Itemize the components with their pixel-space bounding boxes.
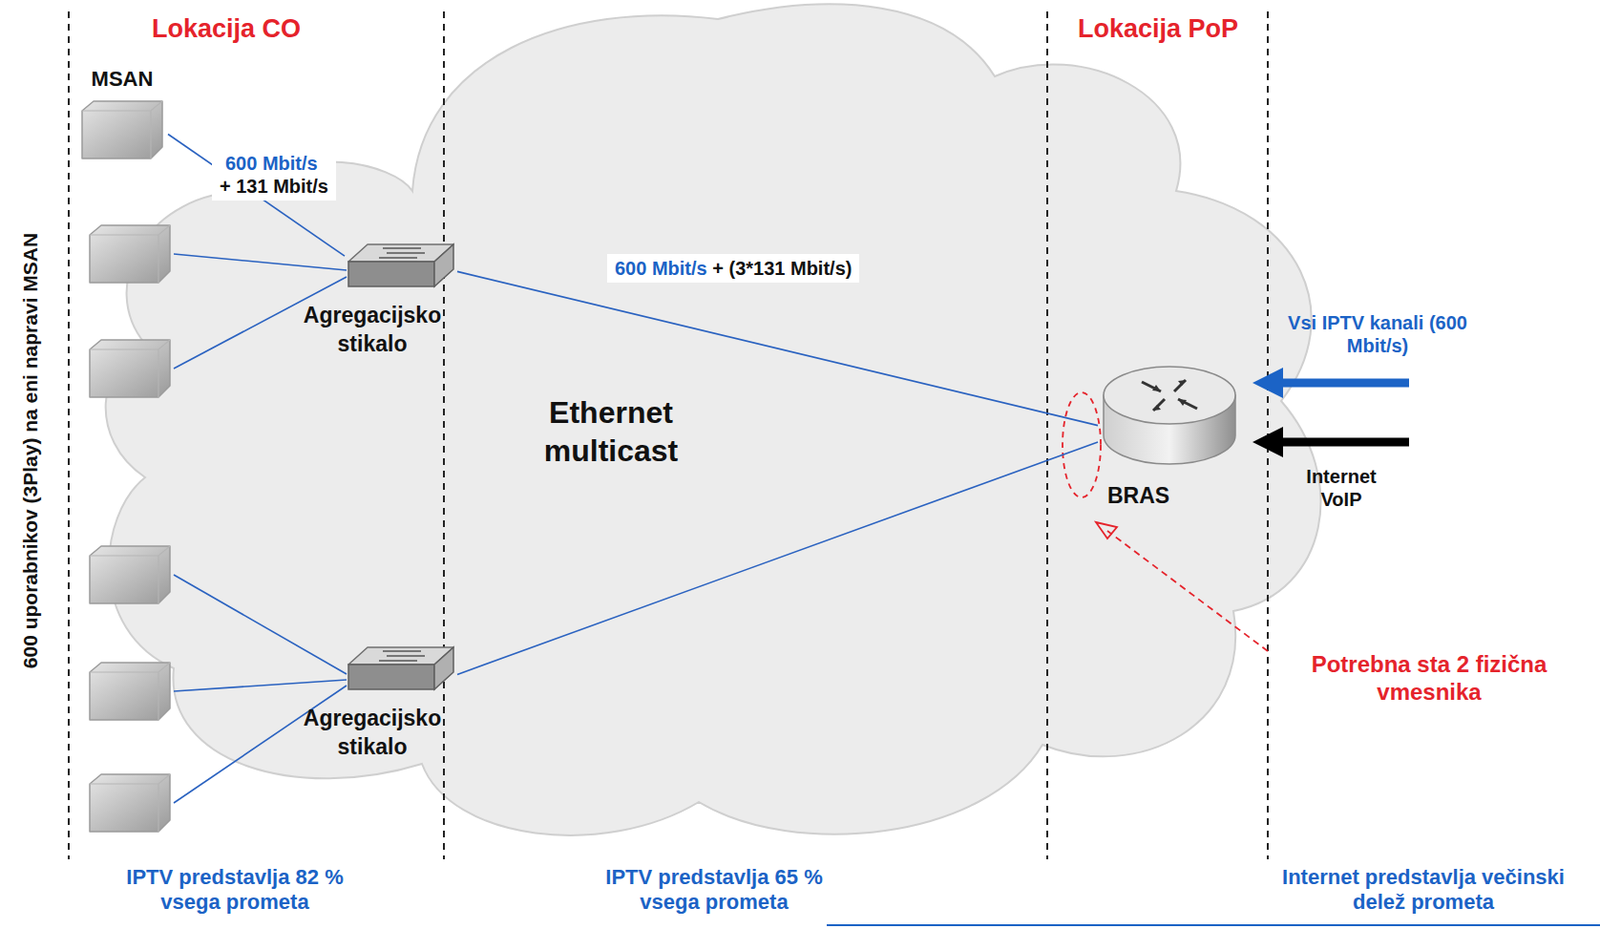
router-arrowhead xyxy=(1178,379,1186,386)
rate-iptv: 600 Mbit/s xyxy=(614,257,713,279)
switch-icon xyxy=(344,240,458,293)
cloud-label: Ethernet multicast xyxy=(486,393,736,470)
router-top xyxy=(1103,366,1236,424)
access-link xyxy=(173,679,347,692)
msan-icon xyxy=(76,97,169,165)
access-link xyxy=(173,574,347,674)
box-body xyxy=(89,662,170,720)
box-body xyxy=(89,339,170,398)
access-link xyxy=(173,253,347,271)
link-line xyxy=(168,134,345,257)
router-arrow xyxy=(1174,379,1186,392)
iptv-feed-arrowhead xyxy=(1252,367,1284,399)
box-body xyxy=(89,774,170,832)
boundary-dashed-line xyxy=(1046,11,1049,860)
cloud-shape xyxy=(105,3,1322,835)
switch-front xyxy=(348,664,435,690)
box-body xyxy=(89,546,170,604)
feed-label: Vsi IPTV kanali (600 Mbit/s) xyxy=(1286,311,1469,358)
box-edge xyxy=(82,101,163,159)
box-edge xyxy=(89,774,170,832)
callout-leader xyxy=(1107,530,1268,652)
rate-iptv: 600 Mbit/s xyxy=(219,151,329,175)
link-label: 600 Mbit/s + 131 Mbit/s xyxy=(211,148,337,201)
interface-callout-ellipse xyxy=(1062,392,1101,498)
link-line xyxy=(457,271,1098,425)
switch-arrows xyxy=(378,248,425,258)
switch-arrows xyxy=(378,651,425,661)
callout-note: Potrebna sta 2 fizična vmesnika xyxy=(1305,651,1554,707)
internet-feed-arrowhead xyxy=(1252,426,1284,458)
internet-feed-arrow xyxy=(1279,438,1410,447)
link-label: 600 Mbit/s + (3*131 Mbit/s) xyxy=(607,253,860,283)
device-label: Agregacijsko stikalo xyxy=(291,704,454,762)
box-edge xyxy=(89,225,170,283)
msan-icon xyxy=(89,339,170,398)
router-arrow xyxy=(1141,381,1161,392)
box-edge xyxy=(89,662,170,720)
aggregation-switch: Agregacijsko stikalo xyxy=(286,240,459,359)
callout-arrowhead xyxy=(1095,522,1117,539)
device-label: MSAN xyxy=(91,66,154,92)
router-icon xyxy=(1097,358,1242,470)
access-link xyxy=(173,685,347,803)
link-line xyxy=(457,442,1098,674)
bottom-rule xyxy=(826,924,1600,927)
device-label: Agregacijsko stikalo xyxy=(291,301,454,359)
router-arrow xyxy=(1153,399,1165,411)
rate-unicast: + 131 Mbit/s xyxy=(219,174,329,198)
ethernet-cloud: Ethernet multicastAgregacijsko stikaloAg… xyxy=(106,0,1337,860)
traffic-note: IPTV predstavlja 82 % vsega prometa xyxy=(105,864,364,916)
router-arrowhead xyxy=(1178,399,1187,406)
msan-icon xyxy=(89,774,170,832)
switch-icon xyxy=(344,643,458,695)
box-body xyxy=(89,225,170,283)
device-label: BRAS xyxy=(1107,483,1170,509)
iptv-feed-arrow xyxy=(1279,378,1410,388)
location-title: Lokacija PoP xyxy=(1014,13,1302,44)
traffic-note: Internet predstavlja večinski delež prom… xyxy=(1265,864,1581,916)
access-link xyxy=(173,276,347,369)
msan-icon xyxy=(89,662,170,720)
msan-icon xyxy=(89,546,170,604)
switch-front xyxy=(348,261,435,287)
boundary-dashed-line xyxy=(67,11,70,860)
rate-unicast: + (3*131 Mbit/s) xyxy=(712,257,852,279)
vertical-axis-label: 600 uporabnikov (3Play) na eni napravi M… xyxy=(18,232,43,669)
box-edge xyxy=(89,339,170,398)
location-title: Lokacija CO xyxy=(83,13,370,44)
bras-router: BRAS xyxy=(1097,358,1242,509)
router-arrowhead xyxy=(1153,404,1161,411)
switch-side xyxy=(434,244,454,287)
msan-device: MSAN xyxy=(76,66,169,165)
msan-icon xyxy=(89,225,170,283)
traffic-note: IPTV predstavlja 65 % vsega prometa xyxy=(585,864,843,916)
router-arrow xyxy=(1178,399,1198,409)
feed-label: Internet VoIP xyxy=(1288,464,1394,511)
router-arrowhead xyxy=(1152,384,1161,392)
aggregation-switch: Agregacijsko stikalo xyxy=(286,643,459,762)
box-body xyxy=(82,101,163,159)
boundary-dashed-line xyxy=(442,11,445,860)
box-edge xyxy=(89,546,170,604)
